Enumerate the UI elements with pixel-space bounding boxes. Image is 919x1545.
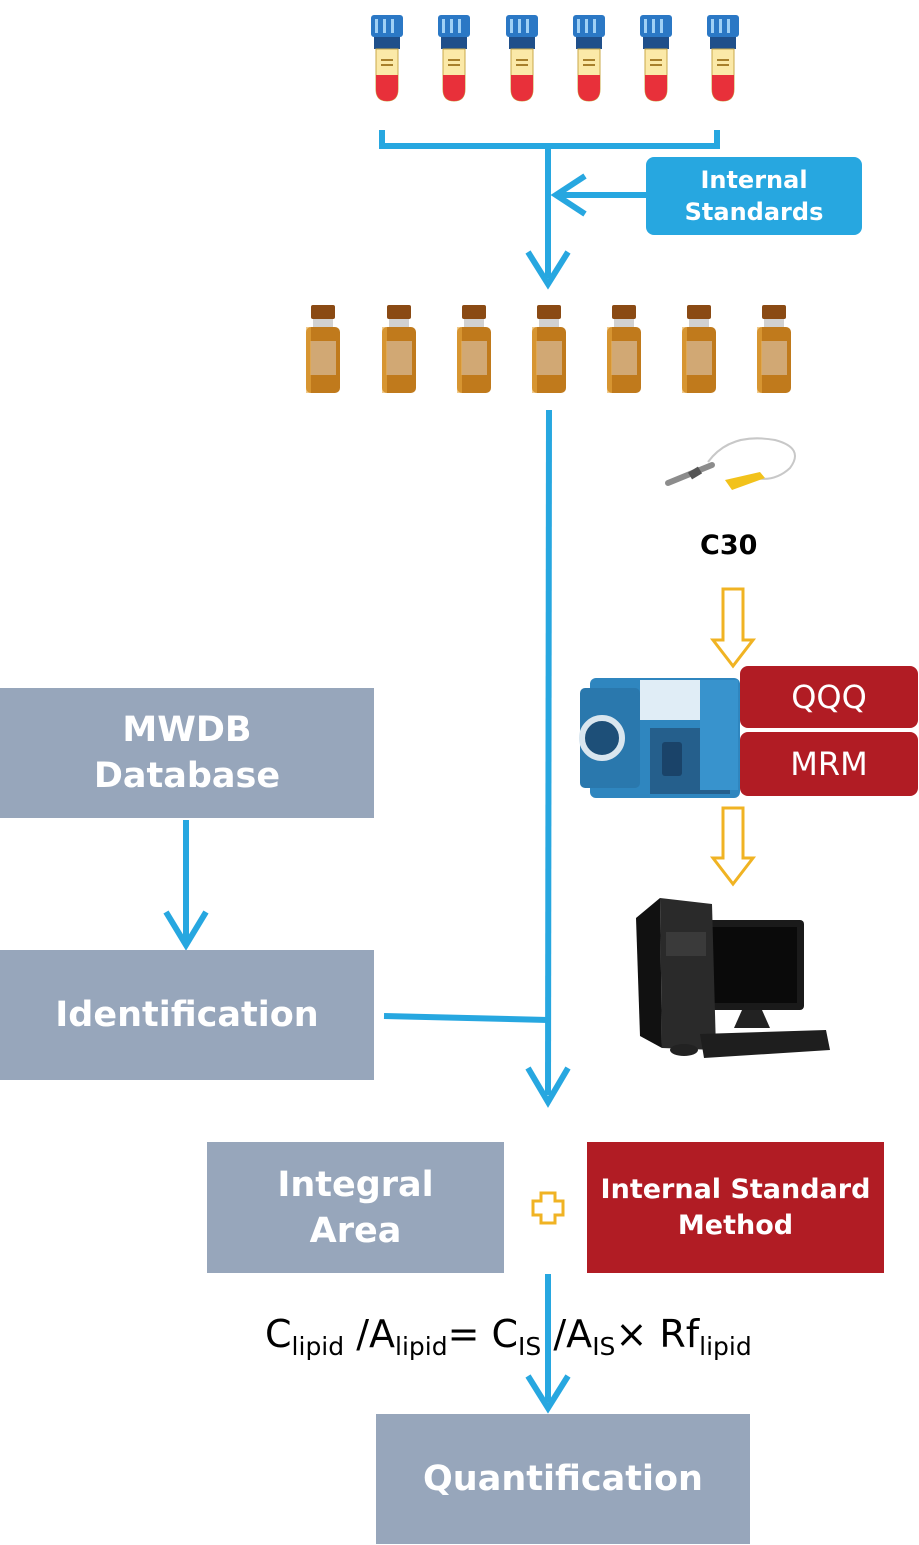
formula-lipid-sub2: lipid (395, 1332, 448, 1361)
amber-vial-icon (457, 305, 491, 393)
blood-tube-icon (706, 14, 740, 102)
mwdb-line2: Database (93, 756, 281, 796)
blood-tube-icon (505, 14, 539, 102)
formula-c: C (265, 1312, 292, 1356)
qqq-box: QQQ (740, 666, 918, 728)
vial-row (306, 305, 791, 393)
blood-tube-icon (639, 14, 673, 102)
formula-slash-a2: /A (541, 1312, 593, 1356)
quantification-formula: Clipid /Alipid= CIS /AIS× Rflipid (265, 1312, 752, 1361)
amber-vial-icon (682, 305, 716, 393)
main-flow-line (545, 409, 552, 1096)
identification-box: Identification (0, 950, 374, 1080)
amber-vial-icon (757, 305, 791, 393)
hollow-arrow-to-computer (709, 806, 757, 887)
internal-standards-line2: Standards (684, 198, 824, 226)
formula-eq-c: = C (447, 1312, 519, 1356)
internal-standard-method-line1: Internal Standard (600, 1173, 871, 1205)
mwdb-line1: MWDB (122, 710, 252, 750)
mass-spectrometer-icon (579, 678, 740, 798)
main-flow-arrowhead (525, 1066, 571, 1108)
formula-is-sub: IS (518, 1332, 542, 1361)
chromatography-column-icon (665, 437, 796, 490)
blood-tube-icon (572, 14, 606, 102)
quantification-arrowhead (525, 1374, 571, 1414)
database-arrowhead (163, 910, 209, 951)
mwdb-database-box: MWDB Database (0, 688, 374, 818)
integral-area-box: Integral Area (207, 1142, 504, 1273)
computer-workstation-icon (636, 898, 830, 1058)
mrm-box: MRM (740, 732, 918, 796)
formula-times-rf: × Rf (615, 1312, 700, 1356)
internal-standards-box: Internal Standards (646, 157, 862, 235)
blood-tube-row (370, 14, 740, 102)
formula-lipid-sub3: lipid (699, 1332, 752, 1361)
column-label: C30 (700, 530, 758, 561)
formula-lipid-sub: lipid (291, 1332, 345, 1361)
identification-label: Identification (55, 995, 319, 1035)
tube-bracket (379, 130, 720, 149)
integral-area-line2: Area (309, 1210, 402, 1251)
internal-standard-method-box: Internal Standard Method (587, 1142, 884, 1273)
amber-vial-icon (532, 305, 566, 393)
internal-standard-method-line2: Method (677, 1209, 794, 1241)
plus-icon (531, 1191, 565, 1225)
quantification-box: Quantification (376, 1414, 750, 1544)
integral-area-line1: Integral (277, 1164, 434, 1205)
hollow-arrow-to-ms (709, 587, 757, 669)
blood-tube-icon (370, 14, 404, 102)
formula-slash-a: /A (344, 1312, 396, 1356)
standards-arrowhead (550, 173, 587, 217)
flow-arrowhead (525, 250, 571, 290)
blood-tube-icon (437, 14, 471, 102)
formula-is-sub2: IS (592, 1332, 616, 1361)
internal-standards-line1: Internal (700, 166, 808, 194)
amber-vial-icon (607, 305, 641, 393)
amber-vial-icon (382, 305, 416, 393)
amber-vial-icon (306, 305, 340, 393)
quantification-label: Quantification (423, 1459, 703, 1499)
identification-connector (383, 1013, 549, 1023)
